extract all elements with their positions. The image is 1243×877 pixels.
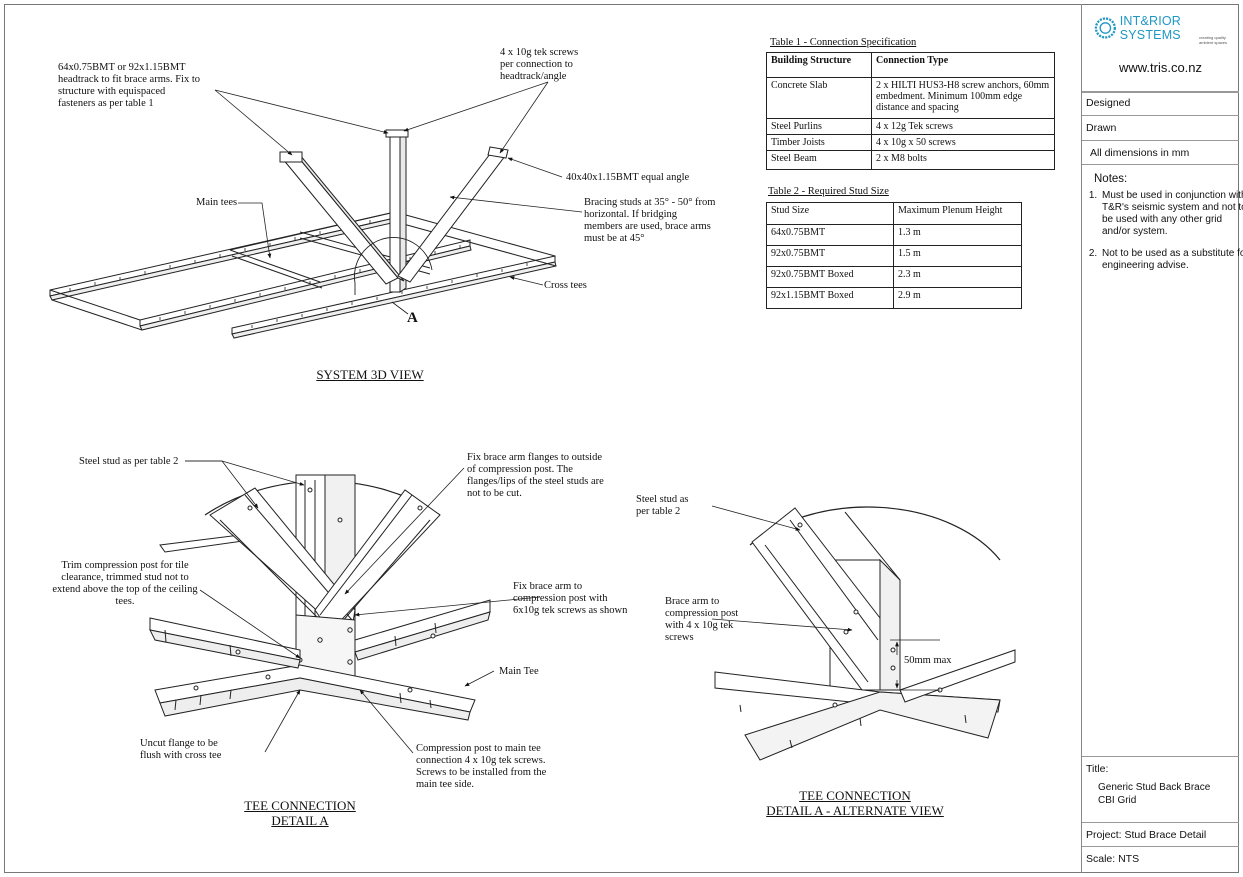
note-equal-angle: 40x40x1.15BMT equal angle xyxy=(566,172,690,183)
note-fix-brace-arm: Fix brace arm to compression post with 6… xyxy=(513,581,628,616)
note-headtrack: 64x0.75BMT or 92x1.15BMT headtrack to fi… xyxy=(58,62,200,109)
table-cell: Steel Beam xyxy=(766,150,872,170)
company-website: www.tris.co.nz xyxy=(1118,60,1203,75)
company-name: INT&RIOR SYSTEMS xyxy=(1119,14,1182,42)
note-item: Not to be used as a substitute for engin… xyxy=(1100,248,1243,272)
table-cell: 2 x M8 bolts xyxy=(871,150,1055,170)
leader-lines-3d xyxy=(214,81,583,286)
table2-title: Table 2 - Required Stud Size xyxy=(768,186,889,197)
drawn-field: Drawn xyxy=(1082,116,1239,141)
dimensions-note: All dimensions in mm xyxy=(1090,147,1190,159)
table-header-cell: Maximum Plenum Height xyxy=(893,202,1022,225)
leader-lines-alt xyxy=(711,505,899,689)
note-fix-flanges: Fix brace arm flanges to outside of comp… xyxy=(467,452,604,499)
note-brace-arm-alt: Brace arm to compression post with 4 x 1… xyxy=(665,596,739,643)
table-cell: 2.3 m xyxy=(893,266,1022,288)
table-cell: 4 x 10g x 50 screws xyxy=(871,134,1055,151)
table-row: Steel Purlins 4 x 12g Tek screws xyxy=(766,118,1055,135)
title-line-2: CBI Grid xyxy=(1098,795,1137,806)
table-row: 64x0.75BMT 1.3 m xyxy=(766,224,1022,246)
leader-lines-detail-a xyxy=(185,460,541,754)
table-header-cell: Stud Size xyxy=(766,202,894,225)
table-header-row: Building Structure Connection Type xyxy=(766,52,1055,78)
note-steel-stud-detail-a: Steel stud as per table 2 xyxy=(79,456,179,467)
caption-tee-connection-detail-a: TEE CONNECTION DETAIL A xyxy=(244,798,356,828)
section-marker-a: A xyxy=(407,310,418,326)
table-cell: 92x1.15BMT Boxed xyxy=(766,287,894,309)
table-cell: 1.3 m xyxy=(893,224,1022,246)
table-row: 92x0.75BMT Boxed 2.3 m xyxy=(766,266,1022,288)
note-post-to-tee: Compression post to main tee connection … xyxy=(416,743,547,790)
logo-cell xyxy=(1082,4,1239,92)
table-header-cell: Connection Type xyxy=(871,52,1055,78)
cross-tees-detail xyxy=(149,599,491,669)
note-item: Must be used in conjunction with T&R's s… xyxy=(1100,190,1243,238)
table-cell: Steel Purlins xyxy=(766,118,872,135)
title-label: Title: xyxy=(1086,763,1109,775)
caption-system-3d-view: SYSTEM 3D VIEW xyxy=(316,367,424,382)
detail-a-drawing xyxy=(149,474,491,721)
connection-spec-table: Building Structure Connection Type Concr… xyxy=(766,52,1055,170)
note-trim-post: Trim compression post for tile clearance… xyxy=(52,560,198,607)
table-cell: 64x0.75BMT xyxy=(766,224,894,246)
table-row: 92x0.75BMT 1.5 m xyxy=(766,245,1022,267)
scale-field: Scale: NTS xyxy=(1082,847,1239,872)
note-steel-stud-alt: Steel stud as per table 2 xyxy=(636,494,689,517)
table-header-row: Stud Size Maximum Plenum Height xyxy=(766,202,1022,225)
table-row: Concrete Slab 2 x HILTI HUS3-H8 screw an… xyxy=(766,77,1055,119)
note-main-tees: Main tees xyxy=(196,197,238,208)
project-field: Project: Stud Brace Detail xyxy=(1082,822,1239,847)
detail-a-alternate-drawing xyxy=(714,506,1016,761)
table-cell: 92x0.75BMT xyxy=(766,245,894,267)
title-divider xyxy=(1082,756,1239,757)
main-tees-3d xyxy=(49,211,557,339)
logo-ring-icon xyxy=(1094,17,1116,39)
note-tek-screws: 4 x 10g tek screws per connection to hea… xyxy=(500,47,579,82)
note-bracing-studs: Bracing studs at 35° - 50° from horizont… xyxy=(584,197,716,244)
table-cell: 4 x 12g Tek screws xyxy=(871,118,1055,135)
designed-label: Designed xyxy=(1086,97,1131,109)
dimensions-field: All dimensions in mm xyxy=(1082,141,1239,165)
table-cell: 2 x HILTI HUS3-H8 screw anchors, 60mm em… xyxy=(871,77,1055,119)
table-row: Steel Beam 2 x M8 bolts xyxy=(766,150,1055,170)
project-value: Project: Stud Brace Detail xyxy=(1086,829,1207,841)
brace-arms-3d xyxy=(279,146,509,285)
table-cell: 1.5 m xyxy=(893,245,1022,267)
title-line-1: Generic Stud Back Brace xyxy=(1098,782,1211,793)
note-uncut-flange: Uncut flange to be flush with cross tee xyxy=(140,738,222,761)
table-cell: Timber Joists xyxy=(766,134,872,151)
note-cross-tees: Cross tees xyxy=(544,280,587,291)
company-logo: INT&RIOR SYSTEMS xyxy=(1094,14,1239,42)
notes-heading: Notes: xyxy=(1094,173,1128,185)
table-cell: Concrete Slab xyxy=(766,77,872,119)
table1-title: Table 1 - Connection Specification xyxy=(770,37,917,48)
table-row: Timber Joists 4 x 10g x 50 screws xyxy=(766,134,1055,151)
designed-field: Designed xyxy=(1082,92,1239,116)
stud-size-table: Stud Size Maximum Plenum Height 64x0.75B… xyxy=(766,202,1022,309)
note-main-tee: Main Tee xyxy=(499,666,539,677)
table-cell: 2.9 m xyxy=(893,287,1022,309)
main-tee-detail xyxy=(154,664,476,721)
system-3d-view xyxy=(49,129,557,339)
table-row: 92x1.15BMT Boxed 2.9 m xyxy=(766,287,1022,309)
compression-post-3d xyxy=(385,129,409,293)
table-cell: 92x0.75BMT Boxed xyxy=(766,266,894,288)
caption-tee-connection-alt: TEE CONNECTION DETAIL A - ALTERNATE VIEW xyxy=(766,788,944,818)
title-block: INT&RIOR SYSTEMS creating quality ambien… xyxy=(1081,4,1243,873)
note-50mm-max: 50mm max xyxy=(904,655,952,666)
drawn-label: Drawn xyxy=(1086,122,1117,134)
drawing-sheet-border xyxy=(4,4,1239,873)
right-brace-arm-detail xyxy=(314,489,441,633)
table-header-cell: Building Structure xyxy=(766,52,872,78)
company-tagline: creating quality ambient spaces xyxy=(1199,35,1228,45)
alt-brace-arm xyxy=(751,507,901,691)
scale-value: Scale: NTS xyxy=(1086,853,1140,865)
